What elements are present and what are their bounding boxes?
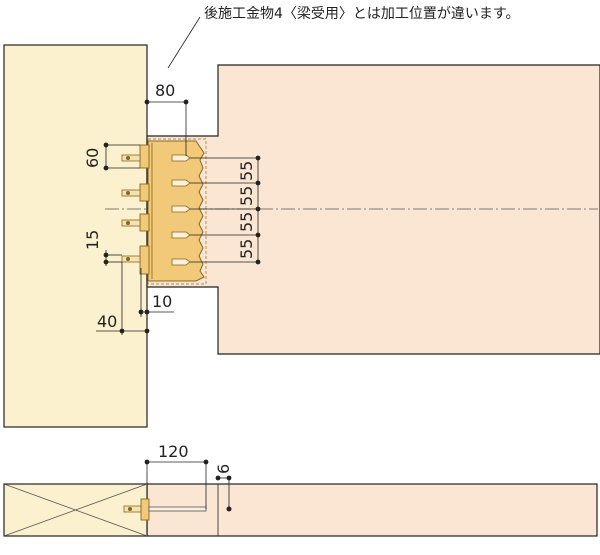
dim-15-label: 15	[83, 230, 102, 250]
screw-4	[121, 255, 141, 263]
note-text: 後施工金物4〈梁受用〉とは加工位置が違います。	[204, 6, 520, 22]
slot-outline	[147, 138, 207, 285]
pin-4	[171, 231, 191, 239]
column-timber	[3, 44, 148, 428]
pin-3	[171, 205, 191, 213]
dim-55-label-3: 55	[237, 212, 256, 232]
section-cross-b	[3, 483, 148, 537]
dim-55-label-2: 55	[237, 186, 256, 206]
dim-40	[96, 262, 150, 335]
dim-120	[144, 459, 209, 509]
dim-6	[215, 475, 232, 507]
flange-2	[139, 183, 150, 202]
screw-2	[121, 189, 141, 197]
dim-55-chain	[190, 155, 261, 265]
dim-60	[103, 142, 140, 171]
dim-10	[138, 268, 174, 317]
section-plate	[148, 506, 207, 512]
dim-120-label: 120	[158, 442, 189, 461]
pin-1	[171, 154, 191, 162]
beam-timber	[146, 64, 600, 355]
dim-55-label-4: 55	[237, 239, 256, 259]
pin-2	[171, 179, 191, 187]
flange-3	[139, 213, 150, 232]
section-flange	[140, 498, 150, 521]
section-pin-end	[226, 506, 232, 512]
dim-10-label: 10	[152, 292, 172, 311]
section-screw	[123, 505, 143, 513]
screw-1	[121, 154, 141, 162]
dim-55-label-1: 55	[237, 161, 256, 181]
flange-1	[139, 144, 150, 169]
dim-15	[103, 250, 122, 266]
dim-6-label: 6	[214, 464, 233, 474]
section-beam	[146, 483, 598, 537]
pin-5	[171, 258, 191, 266]
dim-60-label: 60	[83, 148, 102, 168]
dim-80-label: 80	[155, 81, 175, 100]
note-leader	[167, 16, 201, 69]
dim-40-label: 40	[97, 312, 117, 331]
screw-3	[121, 219, 141, 227]
dim-80	[144, 99, 189, 156]
